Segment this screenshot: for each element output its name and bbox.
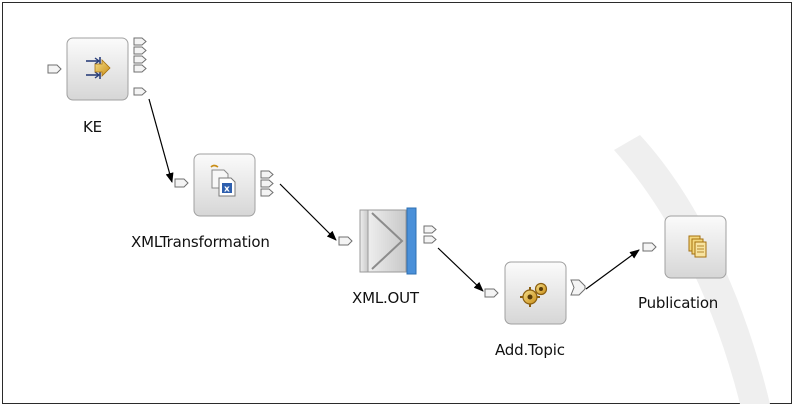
stacked-pages-icon [688, 235, 707, 258]
connection-add-topic-to-publication[interactable] [585, 249, 640, 290]
node-label-xml-out: XML.OUT [352, 289, 419, 307]
node-label-add-topic: Add.Topic [495, 341, 565, 359]
node-add-topic[interactable] [484, 261, 586, 325]
input-terminal[interactable] [484, 288, 499, 298]
output-terminals [260, 170, 274, 197]
connection-xmltransformation-to-xml-out[interactable] [279, 183, 337, 241]
node-xmltransformation[interactable]: x [174, 153, 274, 217]
output-terminal[interactable] [260, 170, 274, 179]
output-terminal[interactable] [133, 46, 147, 55]
gears-icon [520, 282, 548, 307]
output-terminals [133, 37, 147, 96]
connection-xml-out-to-add-topic[interactable] [437, 247, 484, 292]
node-xml-out[interactable] [338, 207, 437, 275]
xml-transform-document-icon: x [210, 164, 236, 197]
node-label-publication: Publication [638, 294, 719, 312]
node-publication[interactable] [642, 215, 727, 279]
route-arrows-icon [86, 57, 111, 79]
output-terminal[interactable] [133, 87, 147, 96]
connections [148, 98, 640, 292]
node-label-ke: KE [83, 118, 102, 136]
output-terminal[interactable] [260, 188, 274, 197]
input-terminal[interactable] [338, 236, 353, 246]
input-terminal[interactable] [47, 64, 62, 74]
output-terminal[interactable] [260, 179, 274, 188]
node-label-xmltransformation: XMLTransformation [131, 233, 270, 251]
output-terminal[interactable] [423, 225, 437, 234]
output-terminal[interactable] [133, 55, 147, 64]
svg-text:x: x [224, 185, 230, 195]
output-terminal[interactable] [133, 64, 147, 73]
output-terminal[interactable] [570, 279, 586, 296]
connection-ke-to-xmltransformation[interactable] [148, 98, 174, 183]
output-queue-icon [359, 207, 417, 275]
output-terminals [423, 225, 437, 244]
input-terminal[interactable] [642, 242, 657, 252]
output-terminal[interactable] [133, 37, 147, 46]
input-terminal[interactable] [174, 178, 189, 188]
node-ke[interactable] [47, 37, 147, 101]
output-terminal[interactable] [423, 235, 437, 244]
